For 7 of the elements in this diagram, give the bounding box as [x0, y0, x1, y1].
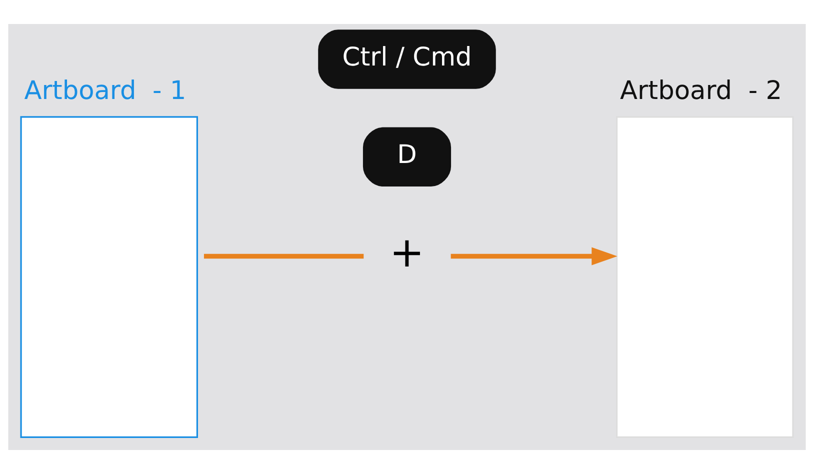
node-box: Ctrl / Cmd — [318, 30, 496, 89]
connector — [204, 254, 364, 259]
node-text: + — [390, 227, 424, 276]
node-box: D — [362, 127, 452, 187]
node-label: Artboard - 2 — [620, 76, 782, 106]
node-label: Artboard - 1 — [24, 76, 186, 106]
arrow — [450, 247, 618, 266]
